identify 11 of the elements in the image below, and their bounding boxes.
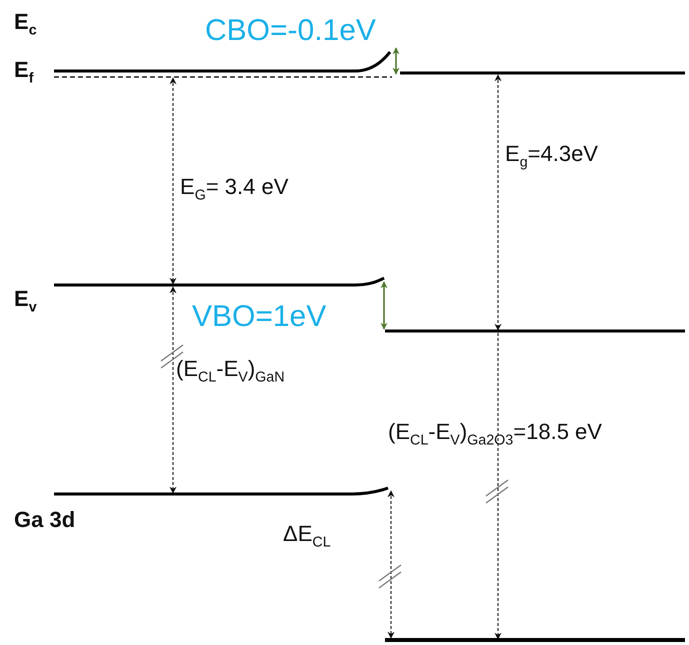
axis-label: E$_{v}$ xyxy=(14,287,37,316)
offset-label: VBO=1eV xyxy=(192,300,326,333)
energy-label: (E$_{CL}$-E$_{V}$)$_{GaN}$ xyxy=(176,357,285,386)
axis-label: E$_{f}$ xyxy=(14,58,34,88)
offset-label: CBO=-0.1eV xyxy=(205,14,376,47)
energy-label: (E$_{CL}$-E$_{V}$)$_{Ga2O3}$=18.5 eV xyxy=(388,420,602,450)
gap-label: E$_{g}$=4.3eV xyxy=(505,142,598,172)
energy-label: ΔE$_{CL}$ xyxy=(283,522,331,552)
axis-label: E$_{c}$ xyxy=(14,10,37,40)
gap-label: E$_{G}$= 3.4 eV xyxy=(180,175,288,204)
axis-label: Ga 3d xyxy=(14,508,76,532)
